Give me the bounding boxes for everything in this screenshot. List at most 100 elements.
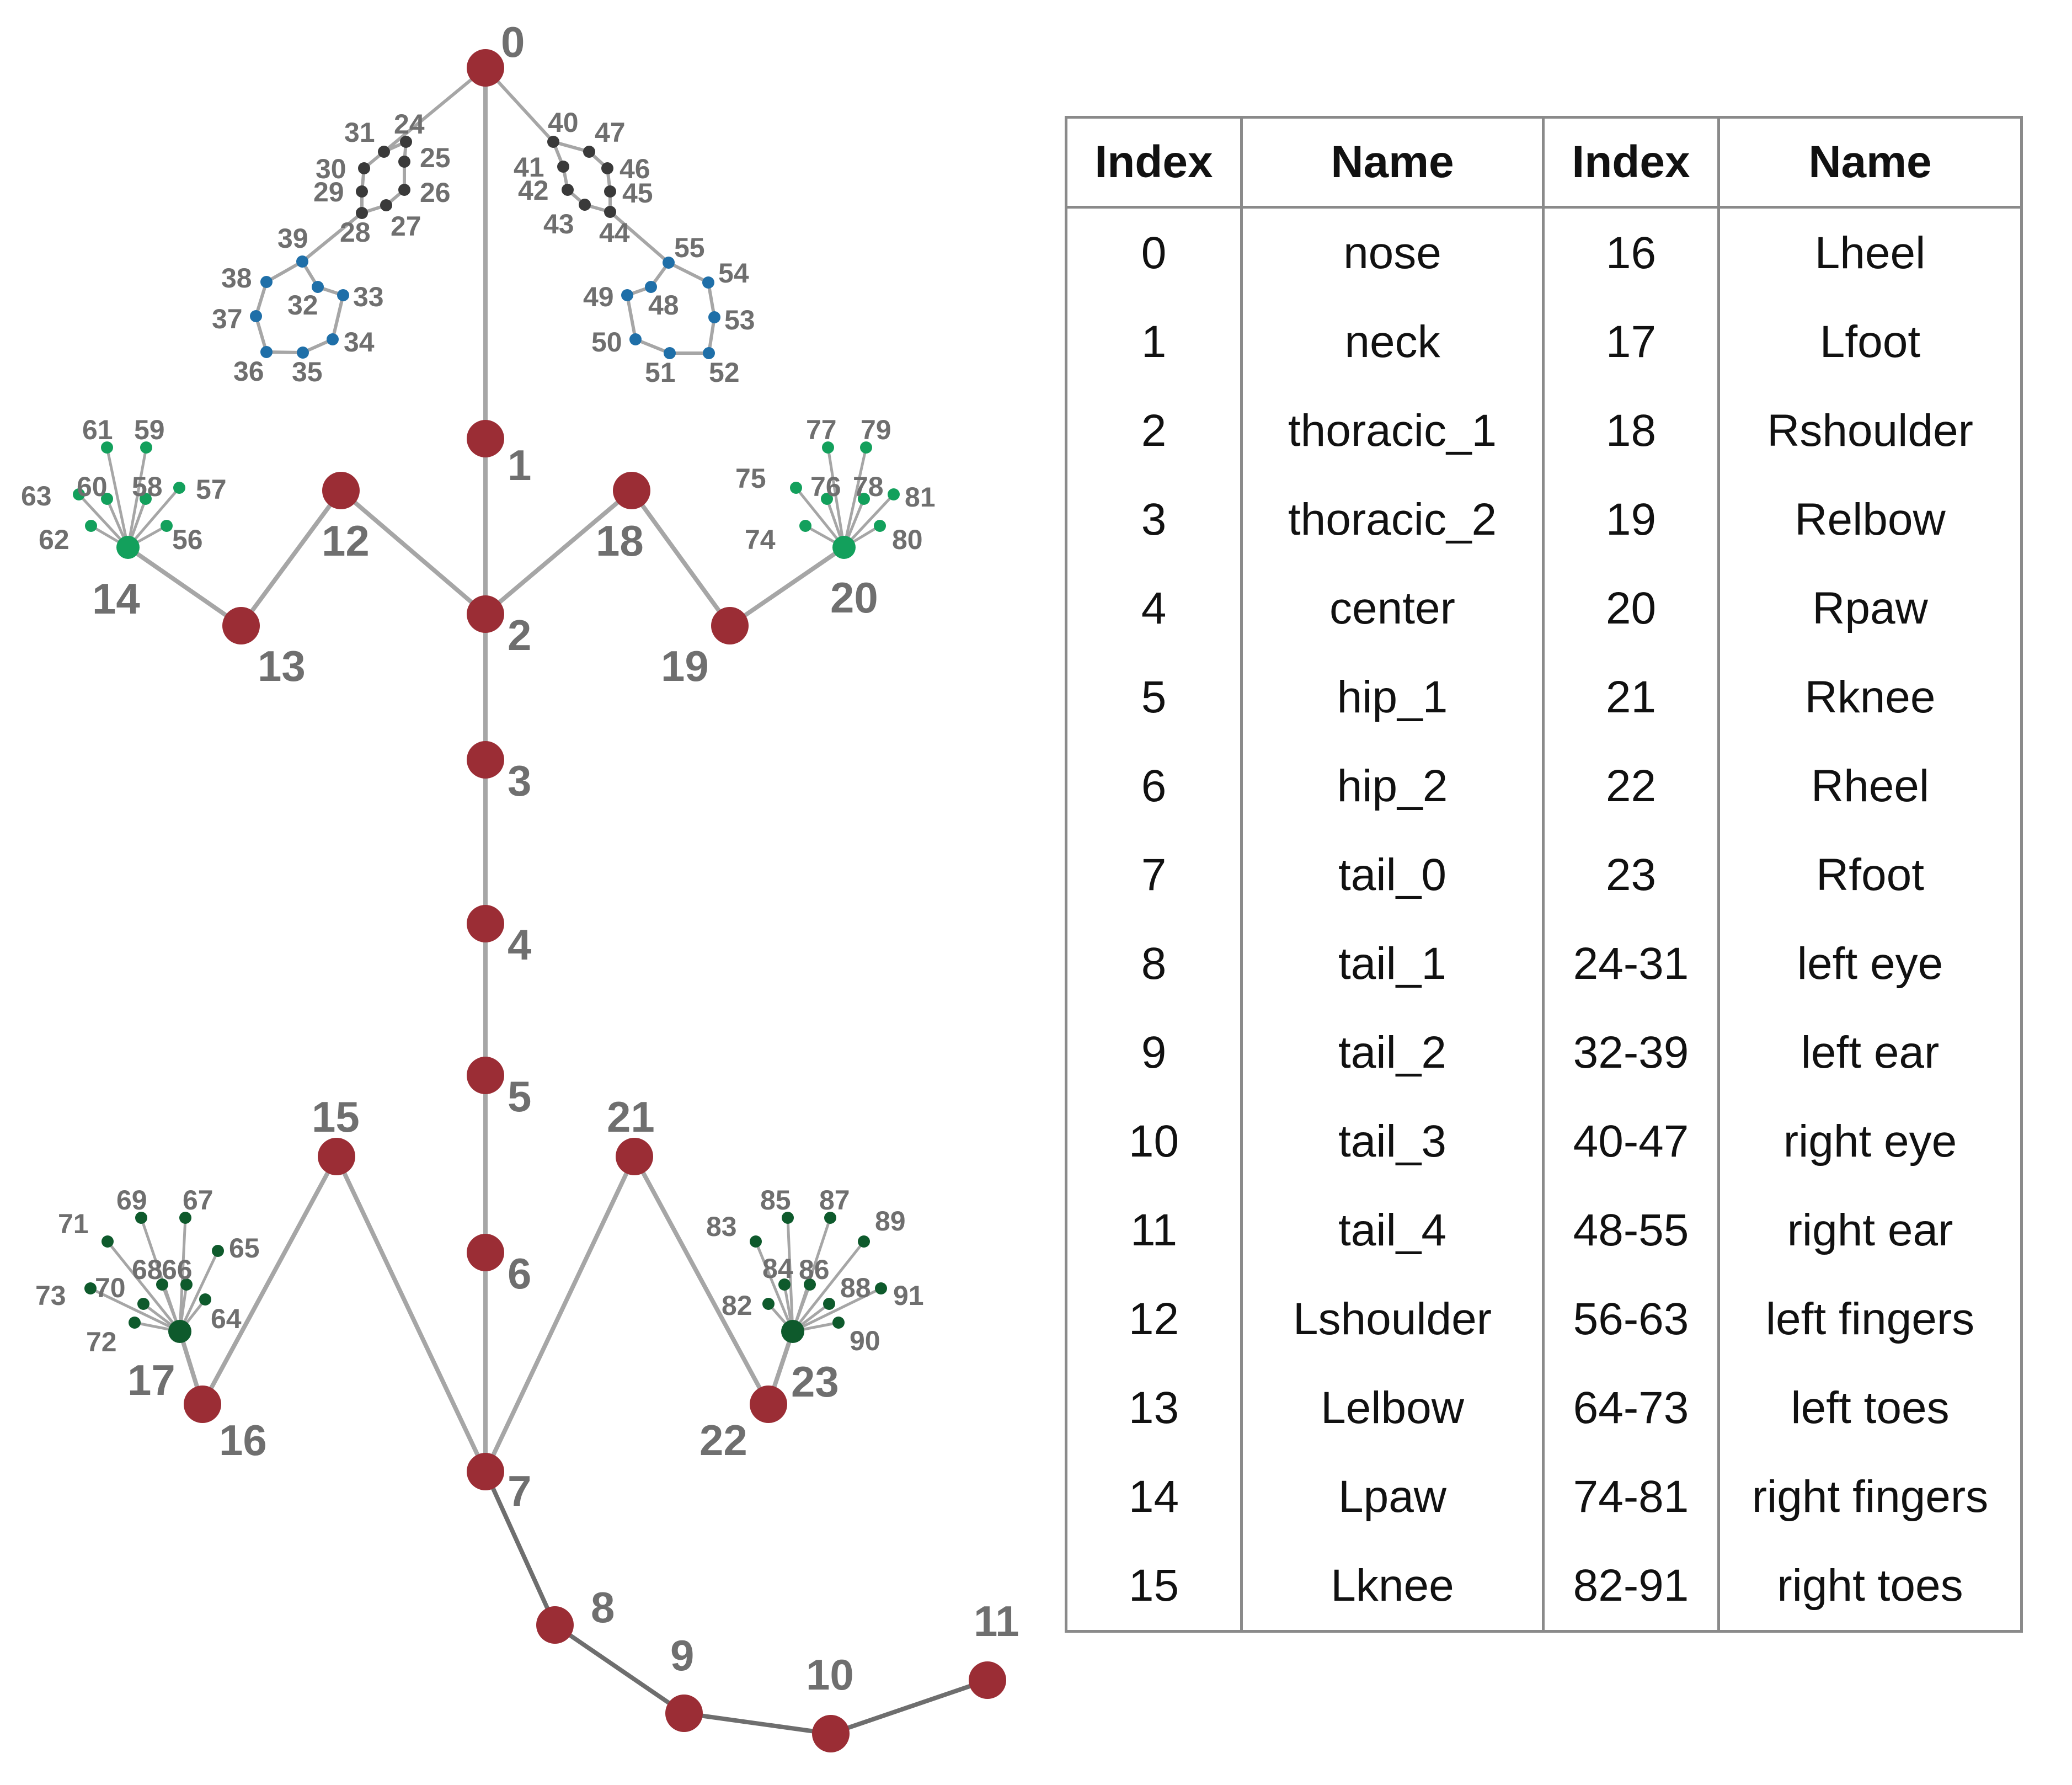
keypoint-label-82: 82 [722, 1290, 752, 1321]
joint-23 [781, 1320, 804, 1343]
joint-9 [665, 1695, 703, 1732]
cell-index-left: 10 [1065, 1097, 1243, 1186]
cell-name-left: tail_0 [1240, 830, 1545, 919]
cell-index-right: 18 [1542, 386, 1720, 475]
cell-index-left: 5 [1065, 653, 1243, 742]
cell-name-right: Relbow [1717, 475, 2023, 564]
keypoint-label-83: 83 [706, 1211, 737, 1242]
keypoint-80 [874, 520, 886, 532]
keypoint-51 [664, 347, 676, 359]
keypoint-36 [260, 346, 273, 358]
keypoint-label-76: 76 [810, 471, 841, 502]
keypoint-label-26: 26 [420, 177, 451, 208]
keypoint-52 [703, 347, 715, 359]
keypoint-81 [888, 488, 900, 500]
digit-bone-line [791, 1240, 866, 1333]
cell-index-right: 21 [1542, 653, 1720, 742]
joint-label-9: 9 [670, 1631, 694, 1680]
bone-line [339, 488, 488, 616]
cell-name-right: left eye [1717, 919, 2023, 1008]
keypoint-41 [557, 161, 569, 173]
cell-index-right: 74-81 [1542, 1452, 1720, 1541]
digit-bone-line [105, 446, 130, 549]
keypoint-label-69: 69 [116, 1185, 147, 1216]
cell-name-right: left ear [1717, 1008, 2023, 1097]
keypoint-label-39: 39 [277, 223, 308, 254]
keypoint-28 [356, 207, 368, 219]
digit-bone-line [754, 1240, 794, 1333]
keypoint-88 [823, 1298, 835, 1310]
joint-label-2: 2 [508, 611, 531, 659]
joint-16 [184, 1386, 221, 1423]
cell-index-right: 48-55 [1542, 1186, 1720, 1275]
cell-index-left: 3 [1065, 475, 1243, 564]
joint-7 [467, 1453, 504, 1490]
keypoint-label-25: 25 [420, 142, 451, 173]
face-bone-line [331, 294, 345, 341]
keypoint-74 [799, 520, 811, 532]
cell-index-right: 16 [1542, 207, 1720, 297]
keypoint-label-33: 33 [353, 281, 384, 312]
joint-label-14: 14 [92, 574, 140, 623]
cell-index-left: 6 [1065, 742, 1243, 830]
keypoint-75 [790, 482, 802, 494]
keypoint-label-40: 40 [548, 107, 579, 138]
cell-name-left: tail_4 [1240, 1186, 1545, 1275]
tail-bone-line [682, 1711, 833, 1736]
joint-label-4: 4 [508, 920, 531, 969]
keypoint-85 [782, 1212, 794, 1224]
cell-name-right: right ear [1717, 1186, 2023, 1275]
joint-10 [812, 1715, 850, 1752]
digit-bone-line [140, 1216, 181, 1333]
cell-index-right: 24-31 [1542, 919, 1720, 1008]
keypoint-label-60: 60 [77, 471, 108, 502]
keypoint-label-79: 79 [861, 414, 891, 445]
skeleton-bones [77, 66, 990, 1736]
cell-name-left: tail_1 [1240, 919, 1545, 1008]
keypoint-label-47: 47 [595, 117, 626, 148]
joint-0 [467, 49, 504, 87]
joint-label-19: 19 [661, 642, 709, 690]
keypoint-91 [875, 1282, 887, 1294]
cell-index-left: 12 [1065, 1275, 1243, 1363]
keypoint-82 [762, 1298, 775, 1310]
face-bone-line [265, 350, 305, 354]
keypoint-26 [398, 184, 410, 196]
cell-index-left: 0 [1065, 207, 1243, 297]
keypoint-83 [750, 1235, 762, 1248]
cell-name-right: right eye [1717, 1097, 2023, 1186]
keypoint-60 [101, 493, 113, 505]
keypoint-label-84: 84 [762, 1253, 793, 1284]
face-bone-line [608, 210, 670, 264]
digit-bone-line [178, 1249, 220, 1333]
joint-label-13: 13 [258, 642, 306, 690]
cell-index-left: 8 [1065, 919, 1243, 1008]
keypoint-label-65: 65 [229, 1233, 260, 1264]
tail-bone-line [829, 1678, 990, 1736]
cell-index-left: 1 [1065, 297, 1243, 386]
keypoint-label-27: 27 [391, 211, 421, 242]
keypoint-39 [296, 255, 308, 268]
keypoint-label-24: 24 [394, 109, 425, 140]
skeleton-joints [73, 49, 1006, 1752]
keypoint-84 [778, 1278, 791, 1291]
joint-18 [613, 472, 650, 509]
header-index-2: Index [1542, 117, 1720, 209]
face-bone-line [626, 294, 637, 341]
cell-index-right: 64-73 [1542, 1363, 1720, 1452]
joint-11 [969, 1661, 1006, 1699]
cell-name-right: right fingers [1717, 1452, 2023, 1541]
keypoint-58 [140, 493, 152, 505]
keypoint-77 [822, 441, 834, 454]
joint-label-18: 18 [596, 516, 644, 565]
keypoint-70 [137, 1298, 149, 1310]
keypoint-59 [140, 441, 152, 454]
cell-name-left: thoracic_2 [1240, 475, 1545, 564]
keypoint-38 [260, 276, 273, 288]
